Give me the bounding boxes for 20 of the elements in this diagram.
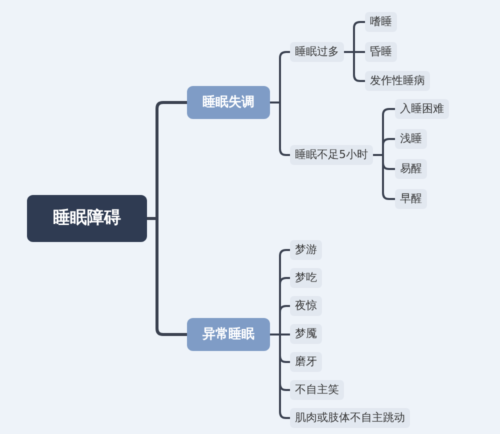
subtopic-box: 梦吃 (290, 268, 322, 288)
subtopic-box: 夜惊 (290, 296, 322, 316)
subtopic-box: 浅睡 (395, 129, 427, 149)
subtopic-box: 梦游 (290, 240, 322, 260)
main-topic-box: 睡眠失调 (187, 86, 270, 119)
subtopic-box: 入睡困难 (395, 99, 449, 119)
root-topic-box: 睡眠障碍 (27, 195, 147, 242)
subtopic-box: 易醒 (395, 159, 427, 179)
subtopic-box: 梦魇 (290, 324, 322, 344)
subtopic-box: 磨牙 (290, 352, 322, 372)
connector-line (147, 217, 187, 336)
subtopic-box: 发作性睡病 (365, 71, 430, 91)
subtopic-box: 睡眠过多 (290, 42, 344, 62)
subtopic-box: 嗜睡 (365, 12, 397, 32)
subtopic-box: 昏睡 (365, 42, 397, 62)
subtopic-box: 睡眠不足5小时 (290, 145, 373, 165)
main-topic-box: 异常睡眠 (187, 318, 270, 351)
subtopic-box: 不自主笑 (290, 380, 344, 400)
subtopic-box: 肌肉或肢体不自主跳动 (290, 408, 410, 428)
subtopic-box: 早醒 (395, 189, 427, 209)
